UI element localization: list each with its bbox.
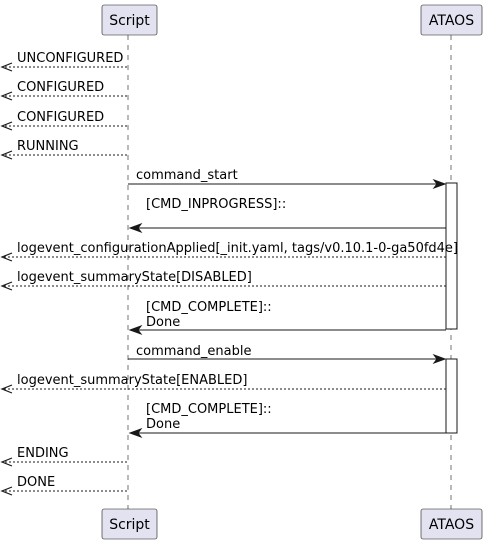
svg-text:Done: Done	[146, 315, 180, 330]
participant-ataos-bottom: ATAOS	[420, 508, 483, 540]
message-configuration-applied: logevent_configurationApplied[_init.yaml…	[0, 241, 458, 262]
message-ending: ENDING	[0, 446, 127, 467]
svg-text:command_enable: command_enable	[136, 344, 251, 359]
participant-ataos-top: ATAOS	[420, 4, 483, 36]
message-summary-state-disabled: logevent_summaryState[DISABLED]	[0, 270, 446, 291]
message-done: DONE	[0, 475, 127, 496]
svg-text:logevent_configurationApplied[: logevent_configurationApplied[_init.yaml…	[17, 241, 458, 256]
message-command-start: command_start	[128, 168, 447, 190]
svg-text:CONFIGURED: CONFIGURED	[17, 110, 104, 125]
message-unconfigured: UNCONFIGURED	[0, 51, 127, 72]
svg-text:DONE: DONE	[17, 475, 55, 490]
svg-text:Done: Done	[146, 417, 180, 432]
participant-ataos-label: ATAOS	[429, 13, 474, 29]
svg-text:CONFIGURED: CONFIGURED	[17, 80, 104, 95]
message-cmd-complete-2: [CMD_COMPLETE]:: Done	[128, 402, 446, 439]
participant-script-bottom: Script	[101, 508, 158, 540]
message-configured-2: CONFIGURED	[0, 110, 127, 131]
svg-text:[CMD_COMPLETE]::: [CMD_COMPLETE]::	[146, 402, 272, 417]
svg-text:logevent_summaryState[ENABLED]: logevent_summaryState[ENABLED]	[17, 373, 247, 388]
participant-ataos-label: ATAOS	[429, 517, 474, 533]
ataos-activation-1	[445, 182, 458, 330]
svg-text:logevent_summaryState[DISABLED: logevent_summaryState[DISABLED]	[17, 270, 252, 285]
svg-text:UNCONFIGURED: UNCONFIGURED	[17, 51, 123, 66]
ataos-activation-2	[445, 358, 458, 434]
message-summary-state-enabled: logevent_summaryState[ENABLED]	[0, 373, 446, 394]
message-configured-1: CONFIGURED	[0, 80, 127, 101]
svg-text:command_start: command_start	[136, 168, 238, 183]
participant-script-label: Script	[109, 13, 150, 29]
participant-script-top: Script	[101, 4, 158, 36]
svg-text:ENDING: ENDING	[17, 446, 69, 461]
svg-text:RUNNING: RUNNING	[17, 139, 79, 154]
svg-text:[CMD_COMPLETE]::: [CMD_COMPLETE]::	[146, 300, 272, 315]
message-running: RUNNING	[0, 139, 127, 160]
participant-script-label: Script	[109, 517, 150, 533]
svg-text:[CMD_INPROGRESS]::: [CMD_INPROGRESS]::	[146, 197, 286, 212]
message-cmd-inprogress: [CMD_INPROGRESS]::	[128, 197, 446, 234]
message-cmd-complete-1: [CMD_COMPLETE]:: Done	[128, 300, 446, 336]
message-command-enable: command_enable	[128, 344, 447, 365]
